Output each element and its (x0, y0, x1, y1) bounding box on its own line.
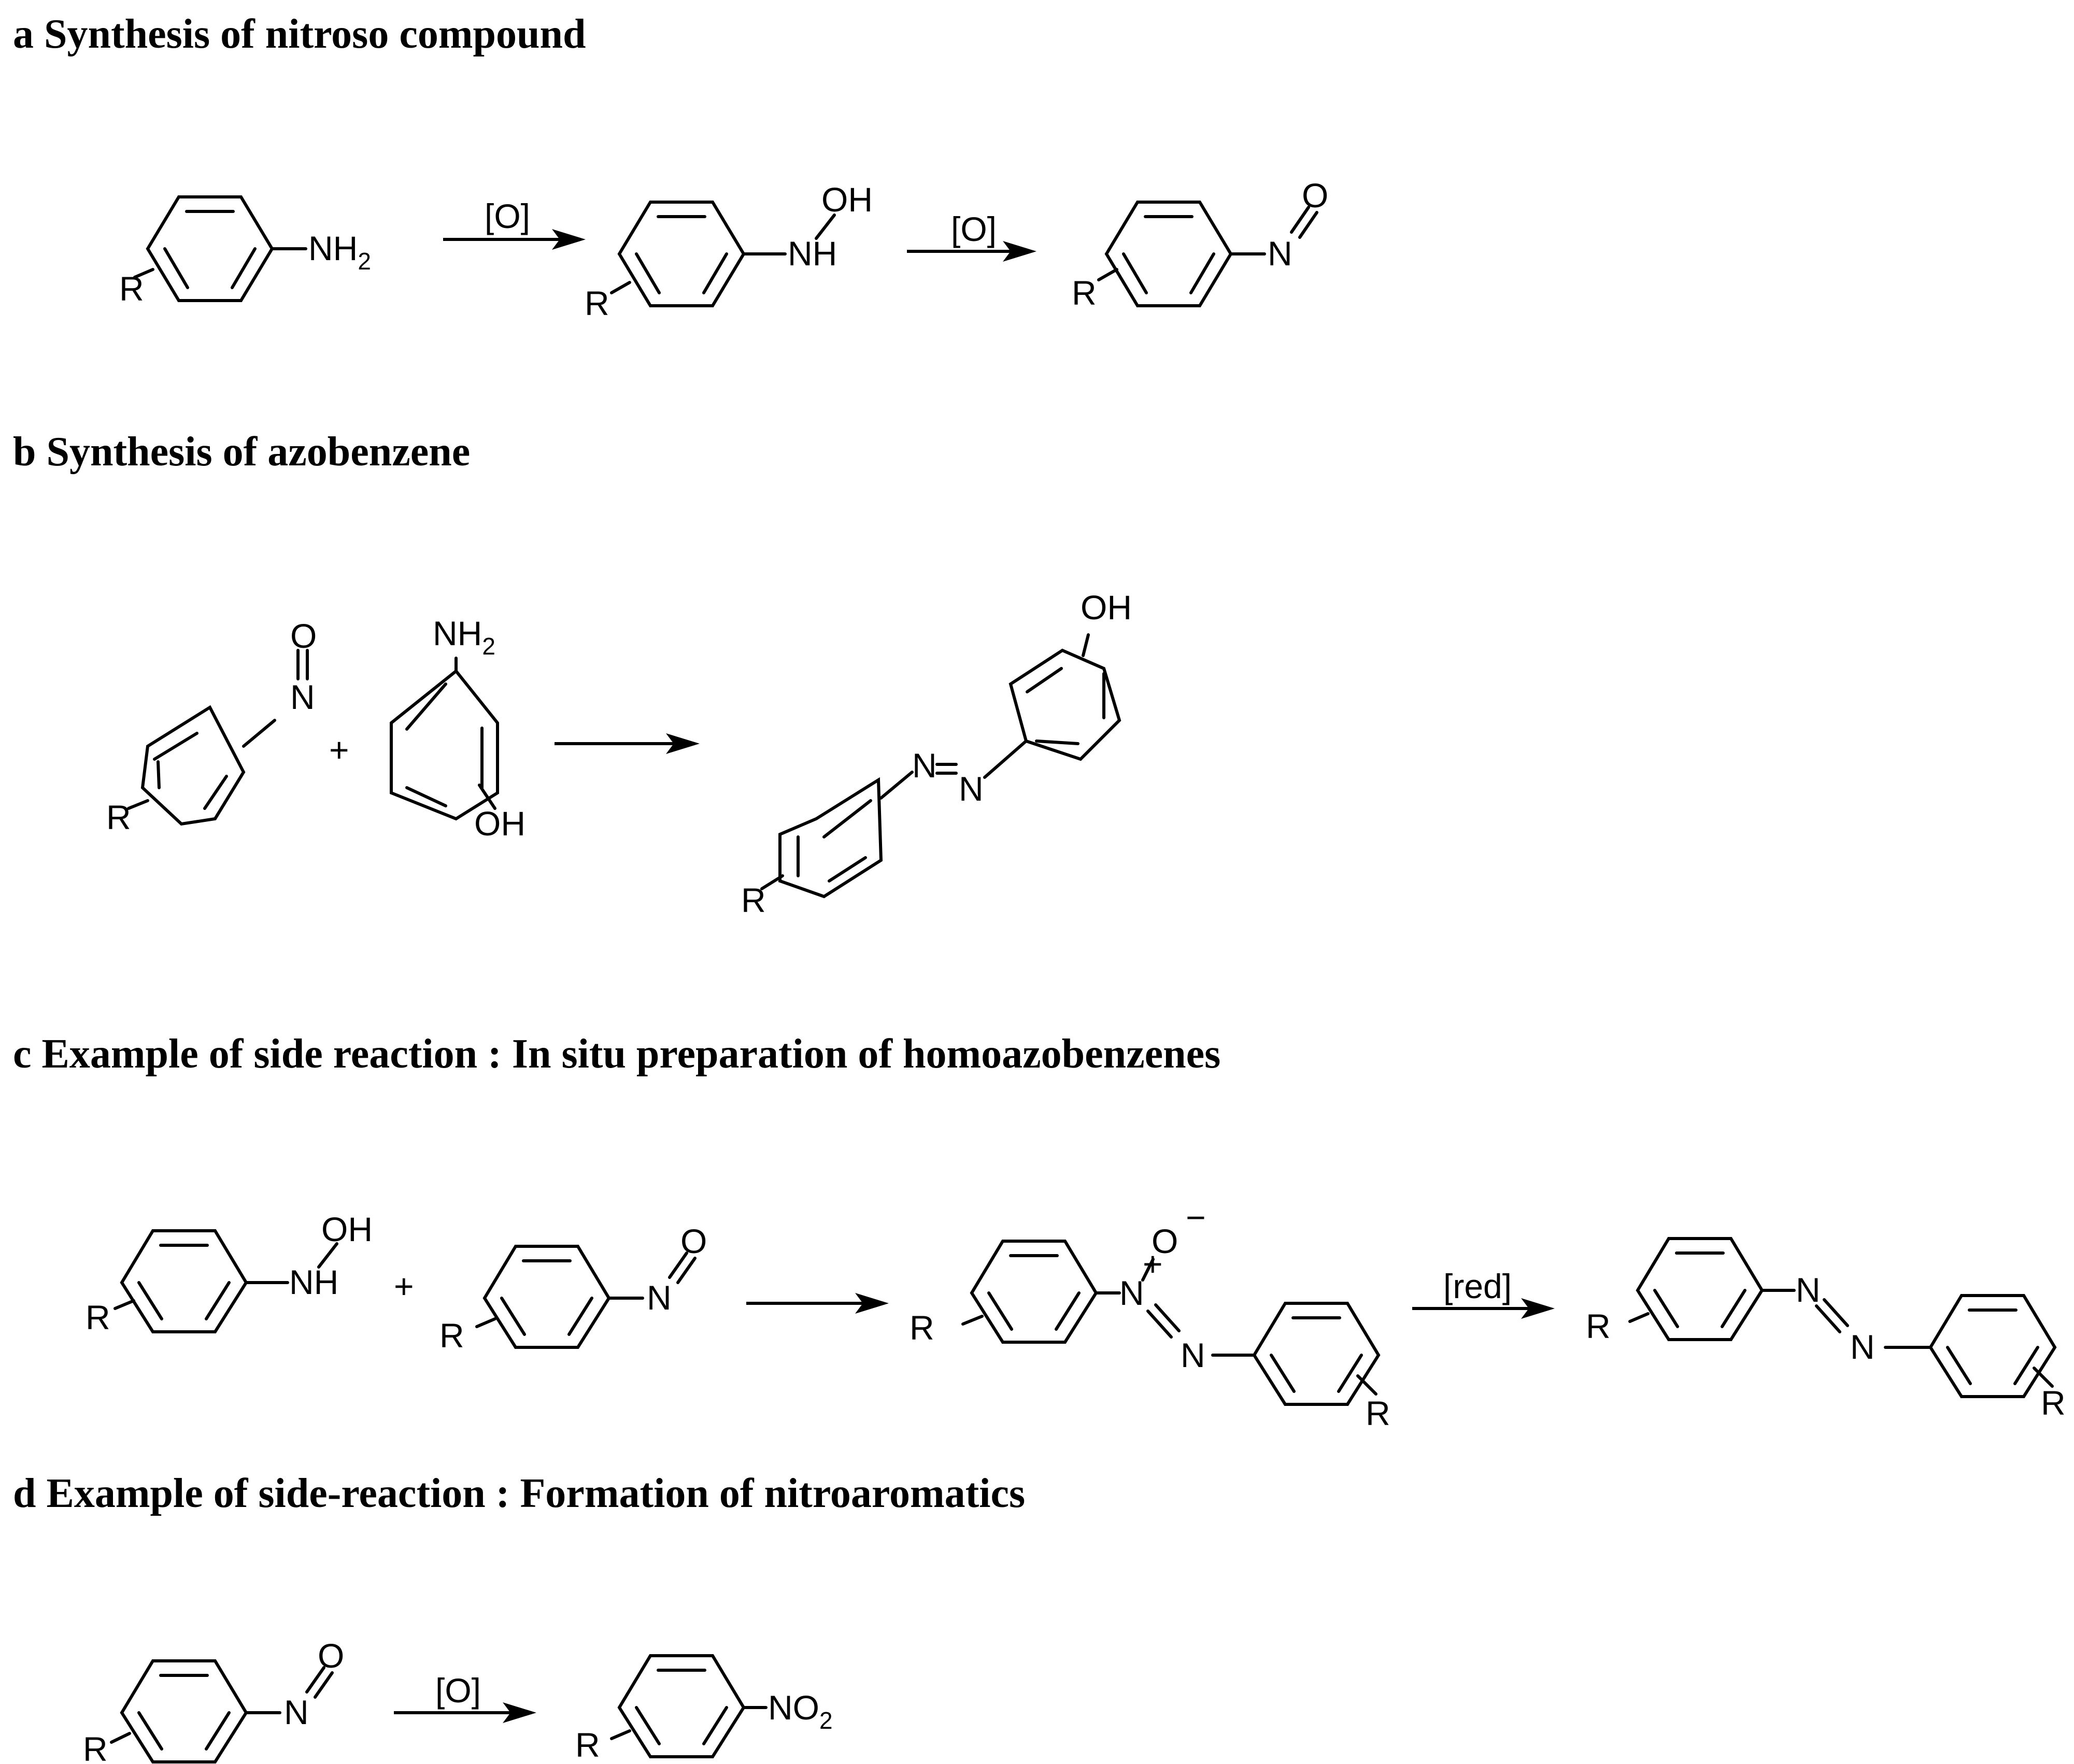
nitrosoarene-ring (127, 649, 309, 826)
oxygen-label: O (680, 1222, 707, 1260)
nitrogen-label: N (1119, 1274, 1144, 1312)
nitrogen-label: N (290, 678, 315, 716)
section-c-scheme: NH OH R + N O R (86, 1198, 2066, 1432)
r-substituent-label: R (106, 798, 131, 836)
nitrogen-label: N (1268, 234, 1292, 273)
oxygen-label: O (290, 617, 317, 655)
section-c-title: c Example of side reaction : In situ pre… (13, 1031, 1220, 1077)
azoxybenzene-intermediate (961, 1240, 1381, 1406)
oh-label: OH (321, 1210, 373, 1248)
no2-label: NO2 (768, 1688, 833, 1734)
r-substituent-label: R (1072, 274, 1097, 312)
negative-charge: − (1186, 1198, 1206, 1236)
reaction-arrow-d: [O] (394, 1671, 536, 1723)
oh-label: OH (821, 180, 873, 219)
section-b-scheme: N O R + NH2 OH (106, 588, 1132, 919)
oxidant-label: [O] (485, 197, 530, 235)
hydroxylamine-ring (610, 201, 836, 307)
r-substituent-label: R (1366, 1394, 1390, 1432)
r-substituent-label: R (575, 1726, 600, 1764)
r-substituent-label: R (910, 1308, 934, 1347)
nitrosoarene-ring (1097, 201, 1318, 307)
nitrosoarene-ring (110, 1659, 334, 1763)
nh-label: NH (788, 234, 837, 273)
hydroxylamine-ring (113, 1229, 338, 1333)
nitrogen-label: N (284, 1693, 309, 1731)
nitrogen-label: N (1796, 1271, 1821, 1309)
nitrogen-label: N (647, 1278, 672, 1317)
nitrogen-label: N (1181, 1336, 1205, 1374)
oxidant-label: [O] (435, 1671, 481, 1710)
reaction-arrow-b (555, 733, 700, 754)
plus-sign: + (329, 731, 349, 769)
azobenzene-product (760, 633, 1121, 899)
oh-label: OH (474, 804, 525, 843)
section-a-scheme: NH2 R [O] NH OH R [O] (119, 176, 1328, 322)
nh2-label: NH2 (433, 614, 495, 660)
r-substituent-label: R (86, 1298, 110, 1336)
reaction-arrow-a2: [O] (907, 210, 1036, 262)
positive-charge: + (1143, 1245, 1163, 1283)
r-substituent-label: R (83, 1730, 108, 1764)
r-substituent-label: R (1586, 1307, 1611, 1345)
nitrogen-label: N (959, 770, 984, 808)
reductant-label: [red] (1443, 1267, 1512, 1305)
nitroarene-ring (610, 1654, 768, 1758)
section-d-scheme: N O R [O] NO2 R (83, 1637, 833, 1764)
r-substituent-label: R (119, 269, 144, 308)
oh-label: OH (1081, 588, 1132, 627)
section-a-title: a Synthesis of nitroso compound (13, 11, 586, 57)
reaction-arrow-c1 (746, 1293, 889, 1314)
nitrosoarene-ring (475, 1245, 697, 1349)
plus-sign: + (394, 1267, 414, 1305)
aniline-ring (133, 195, 307, 302)
homoazobenzene-product (1628, 1237, 2057, 1398)
nh-label: NH (289, 1263, 338, 1301)
r-substituent-label: R (741, 881, 766, 919)
nitrogen-label: N (912, 746, 937, 785)
reaction-arrow-a1: [O] (443, 197, 586, 250)
oxygen-label: O (1302, 176, 1328, 215)
section-b-title: b Synthesis of azobenzene (13, 429, 470, 475)
nitrogen-label: N (1850, 1328, 1875, 1366)
r-substituent-label: R (585, 284, 609, 322)
oxygen-label: O (318, 1637, 344, 1675)
r-substituent-label: R (2041, 1384, 2066, 1422)
nh2-label: NH2 (308, 229, 371, 275)
section-d-title: d Example of side-reaction : Formation o… (13, 1471, 1025, 1516)
oxygen-label: O (1152, 1222, 1178, 1260)
r-substituent-label: R (439, 1316, 464, 1355)
oxidant-label: [O] (951, 210, 997, 248)
reaction-arrow-c2: [red] (1412, 1267, 1555, 1319)
aminophenol-ring (390, 657, 499, 821)
